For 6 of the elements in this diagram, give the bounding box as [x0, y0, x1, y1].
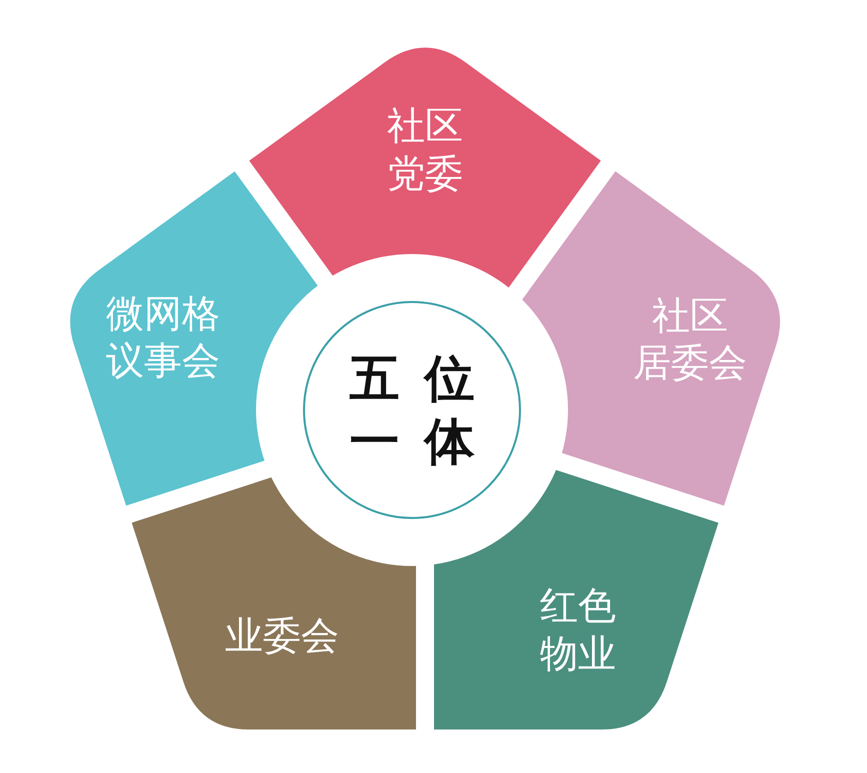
sector-label: 社区党委 — [386, 102, 463, 197]
sector-label: 业委会 — [224, 612, 339, 660]
sector-label: 社区居委会 — [633, 292, 747, 387]
sector-label: 微网格议事会 — [106, 290, 220, 385]
center-title: 五位一体 — [350, 348, 500, 472]
sector-label: 红色物业 — [540, 582, 616, 677]
